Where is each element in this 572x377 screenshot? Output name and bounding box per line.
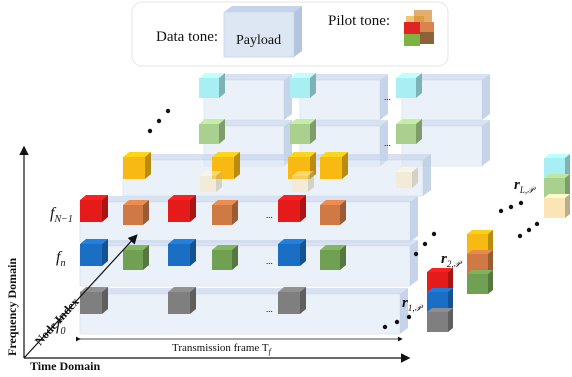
node-index-axis [23,234,138,359]
pilot-blue-1 [80,239,108,266]
received-stack-1 [427,268,453,332]
ellipsis-received-1-dots [382,314,412,330]
received-stacks [427,154,570,332]
ellipsis-row-back-top: ... [384,92,391,102]
received-stack-2 [467,230,493,294]
transmission-frame-label: Transmission frame Tf [172,342,273,356]
pilot-yellow-1 [123,152,151,179]
slab-back-top-3 [401,74,490,121]
freq-label-0: f0 [56,317,65,337]
ellipsis-row-n: ... [266,256,273,266]
pilot-tones [80,73,422,314]
received-label-2: r2,𝒫 [441,251,463,269]
pilot-red-2 [168,195,196,222]
data-tone-label: Data tone: [156,29,218,45]
pilot-yellow-3 [288,152,316,179]
ellipsis-row-n-minus-1: ... [266,210,273,220]
payload-block [223,6,302,58]
received-label-1: r1,𝒫 [402,295,424,313]
pilot-cyan-3 [396,73,422,98]
pilot-yellow-2 [212,152,240,179]
pilot-cream-faded-3 [292,171,314,192]
pilot-tone-label: Pilot tone: [328,13,390,29]
ellipsis-received-L-dots [498,200,524,214]
pilot-gray-1 [80,287,108,314]
pilot-cyan-1 [199,73,225,98]
pilot-orange-1 [123,200,149,225]
ellipsis-row-back-mid: ... [384,138,391,148]
ellipsis-received-between-dots [517,221,540,239]
time-domain-label: Time Domain [30,359,100,373]
slab-mid-yellow [122,154,431,197]
pilot-lightgreen-3 [396,119,422,144]
pilot-cyan-2 [290,73,316,98]
pilot-blue-3 [278,239,306,266]
axes [19,145,411,363]
legend-box: Data tone: Payload Pilot tone: [131,1,449,67]
received-label-L: rL,𝒫 [514,177,536,195]
slab-row-0 [79,288,408,335]
pilot-yellow-4 [320,152,348,179]
transmission-frame-span: Transmission frame Tf [76,336,403,356]
pilot-tone-cube [404,10,434,46]
pilot-blue-2 [168,239,196,266]
ellipsis-dots: ............... [147,92,540,330]
pilot-lightgreen-1 [199,119,225,144]
pilot-cream-faded-2 [200,171,222,192]
freq-label-n-minus-1: fN−1 [50,205,73,225]
slab-back-top-1 [203,74,292,121]
ellipsis-received-2-dots [413,231,437,257]
payload-label: Payload [236,33,281,48]
freq-label-n: fn [56,249,65,269]
pilot-cream-faded [396,167,418,188]
pilot-green-3 [320,245,346,270]
ellipsis-row-0: ... [266,304,273,314]
pilot-gray-2 [168,287,196,314]
pilot-orange-3 [320,200,346,225]
pilot-lightgreen-2 [290,119,316,144]
frequency-domain-label: Frequency Domain [5,258,19,356]
pilot-green-1 [123,245,149,270]
received-stack-L [544,154,570,218]
pilot-orange-2 [212,200,238,225]
pilot-red-3 [278,195,306,222]
ellipsis-node-dots [147,108,171,134]
pilot-gray-3 [278,287,306,314]
pilot-red-1 [80,195,108,222]
pilot-green-2 [212,245,238,270]
